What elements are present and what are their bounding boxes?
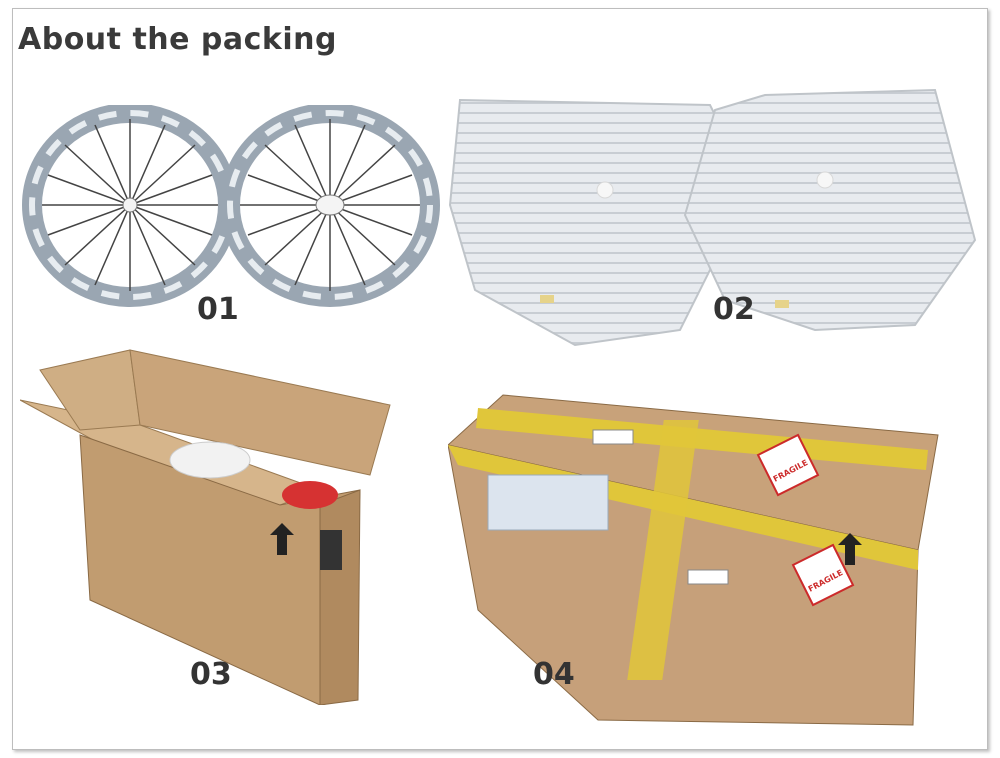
- wheels-illustration: [22, 105, 440, 307]
- sealed-box-illustration: FRAGILE FRAGILE: [448, 394, 939, 726]
- step-number-03: 03: [190, 657, 232, 692]
- step-02-image: [445, 85, 985, 355]
- bubble-bags-illustration: [448, 88, 977, 347]
- rear-wheel: [220, 105, 440, 307]
- fragile-sticker-top: FRAGILE: [756, 433, 820, 497]
- open-box-illustration: [20, 349, 391, 705]
- front-wheel: [22, 105, 238, 307]
- step-number-04: 04: [533, 657, 575, 692]
- step-number-02: 02: [713, 292, 755, 327]
- step-03-image: [20, 345, 410, 705]
- step-04-image: FRAGILE FRAGILE: [448, 390, 943, 735]
- this-way-up-arrow-icon: [838, 533, 862, 545]
- step-01-image: [20, 105, 440, 310]
- step-number-01: 01: [197, 292, 239, 327]
- page-title: About the packing: [18, 22, 338, 57]
- fragile-sticker-side: FRAGILE: [791, 543, 855, 607]
